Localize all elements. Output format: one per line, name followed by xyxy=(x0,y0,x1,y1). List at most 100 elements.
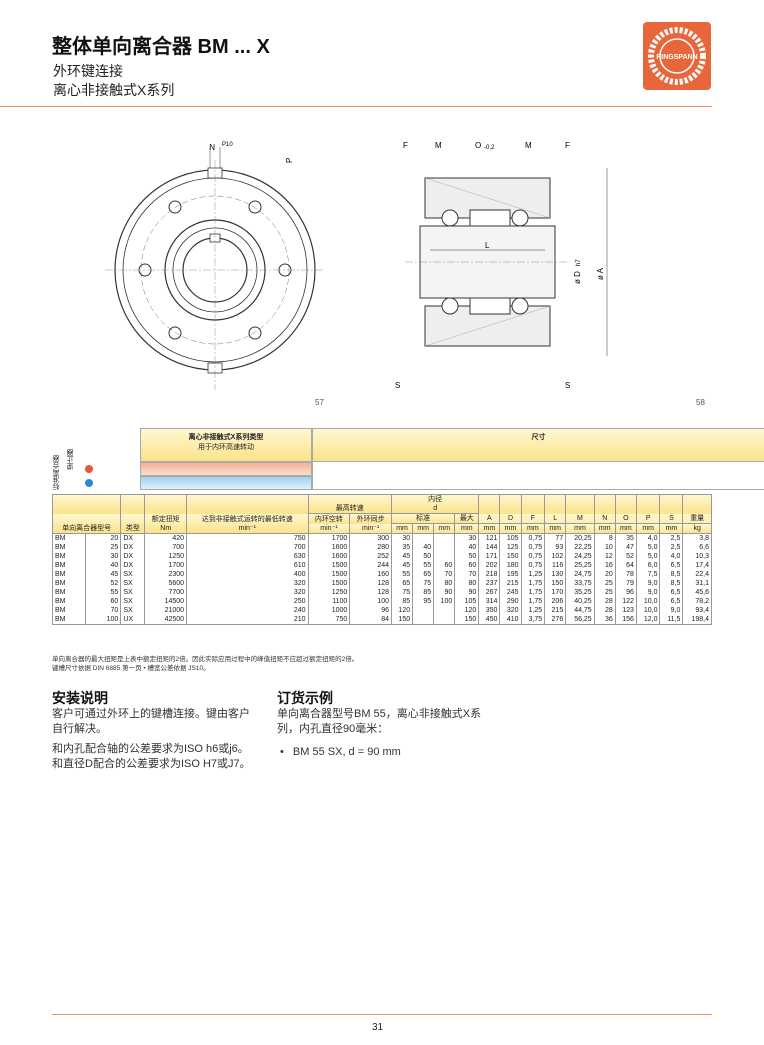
table-cell: 25 xyxy=(593,588,616,597)
table-cell: 10,0 xyxy=(635,597,661,606)
table-cell: 95 xyxy=(412,597,435,606)
table-cell: 25 xyxy=(593,579,616,588)
table-cell: 700 xyxy=(186,543,309,552)
table-cell: BM xyxy=(52,606,86,615)
table-cell: 202 xyxy=(478,561,501,570)
dim-M-left: M xyxy=(435,141,442,150)
table-cell: 35 xyxy=(614,533,637,543)
table-cell: 70 xyxy=(454,570,480,579)
table-cell: 45 xyxy=(390,561,414,570)
table-cell: 144 xyxy=(478,543,501,552)
table-cell: UX xyxy=(120,615,146,625)
table-cell: 4,0 xyxy=(635,533,661,543)
legend-backstop-bar xyxy=(140,476,312,490)
table-cell: 267 xyxy=(478,588,501,597)
table-cell: 47 xyxy=(614,543,637,552)
install-paragraph-2: 和内孔配合轴的公差要求为ISO h6或j6。 和直径D配合的公差要求为ISO H… xyxy=(52,742,251,772)
table-cell: DX xyxy=(120,561,146,570)
table-cell: 60 xyxy=(84,597,122,606)
table-cell: 78 xyxy=(614,570,637,579)
table-cell: 1600 xyxy=(307,543,351,552)
table-cell: 121 xyxy=(478,533,501,543)
figure-number-57: 57 xyxy=(315,398,324,407)
table-cell: 9,0 xyxy=(635,588,661,597)
table-cell: 1500 xyxy=(307,579,351,588)
table-cell: 7700 xyxy=(144,588,188,597)
table-cell: 6,6 xyxy=(682,543,712,552)
table-cell: 30 xyxy=(84,552,122,561)
table-cell: 70 xyxy=(433,570,456,579)
table-cell: 1700 xyxy=(307,533,351,543)
order-line: 列，内孔直径90毫米： xyxy=(277,723,389,735)
table-cell: 125 xyxy=(499,543,522,552)
table-cell: 630 xyxy=(186,552,309,561)
unit-mm: mm xyxy=(412,523,435,534)
table-cell xyxy=(433,615,456,625)
table-cell: 24,25 xyxy=(565,552,595,561)
table-cell: 171 xyxy=(478,552,501,561)
table-cell: 79 xyxy=(614,579,637,588)
table-cell: 1500 xyxy=(307,570,351,579)
dim-D-tolerance: h7 xyxy=(576,259,582,266)
series-subtitle: 离心非接触式X系列 xyxy=(53,82,175,98)
table-cell: 215 xyxy=(499,579,522,588)
col-N: N xyxy=(593,494,616,524)
table-cell: 7,5 xyxy=(635,570,661,579)
table-cell: BM xyxy=(52,615,86,625)
table-cell: 44,75 xyxy=(565,606,595,615)
logo-text: RINGSPANN xyxy=(656,54,697,61)
table-cell: 5,0 xyxy=(635,543,661,552)
col-F: F xyxy=(520,494,546,524)
table-cell: 750 xyxy=(186,533,309,543)
dim-F-left: F xyxy=(403,141,408,150)
footer-rule xyxy=(52,1014,712,1015)
header-rule xyxy=(0,106,712,107)
table-cell: 64 xyxy=(614,561,637,570)
table-cell: 6,5 xyxy=(659,588,684,597)
table-cell: 1,25 xyxy=(520,570,546,579)
table-cell: 40 xyxy=(412,543,435,552)
table-cell: 3,75 xyxy=(520,615,546,625)
col-P: P xyxy=(635,494,661,524)
table-cell: 36 xyxy=(593,615,616,625)
table-cell: 1000 xyxy=(307,606,351,615)
table-cell: 100 xyxy=(433,597,456,606)
table-cell: 85 xyxy=(412,588,435,597)
dim-O-tolerance: -0,2 xyxy=(484,145,495,151)
table-cell xyxy=(433,552,456,561)
table-cell: 22,25 xyxy=(565,543,595,552)
order-line: 单向离合器型号BM 55，离心非接触式X系 xyxy=(277,708,482,720)
table-cell: 1250 xyxy=(307,588,351,597)
table-cell: 30 xyxy=(390,533,414,543)
col-D: D xyxy=(499,494,522,524)
unit-mm: mm xyxy=(390,523,414,534)
unit-mm: mm xyxy=(635,523,661,534)
table-cell: 60 xyxy=(433,561,456,570)
table-cell: 10,3 xyxy=(682,552,712,561)
table-cell: 250 xyxy=(186,597,309,606)
table-cell: 42500 xyxy=(144,615,188,625)
dim-L: L xyxy=(485,241,490,250)
col-S: S xyxy=(659,494,684,524)
table-cell: 52 xyxy=(84,579,122,588)
table-cell: SX xyxy=(120,597,146,606)
table-cell: 400 xyxy=(186,570,309,579)
table-cell: 75 xyxy=(412,579,435,588)
table-cell: 1,75 xyxy=(520,579,546,588)
front-view-drawing: N P10 P xyxy=(105,142,325,390)
unit-mm: mm xyxy=(478,523,501,534)
table-cell: 8,5 xyxy=(659,579,684,588)
table-footnotes: 单向离合器的最大扭矩是上表中额定扭矩的2倍。因此实际应用过程中的峰值扭矩不应超过… xyxy=(52,655,358,673)
table-cell: 0,75 xyxy=(520,561,546,570)
table-cell: 0,75 xyxy=(520,552,546,561)
table-cell: 21000 xyxy=(144,606,188,615)
dim-P10: P10 xyxy=(222,142,233,148)
table-cell: 240 xyxy=(186,606,309,615)
unit-mm: mm xyxy=(614,523,637,534)
legend-type-subheading: 用于内环高速转动 xyxy=(198,444,254,451)
table-cell: 2,5 xyxy=(659,543,684,552)
table-cell: 120 xyxy=(454,606,480,615)
